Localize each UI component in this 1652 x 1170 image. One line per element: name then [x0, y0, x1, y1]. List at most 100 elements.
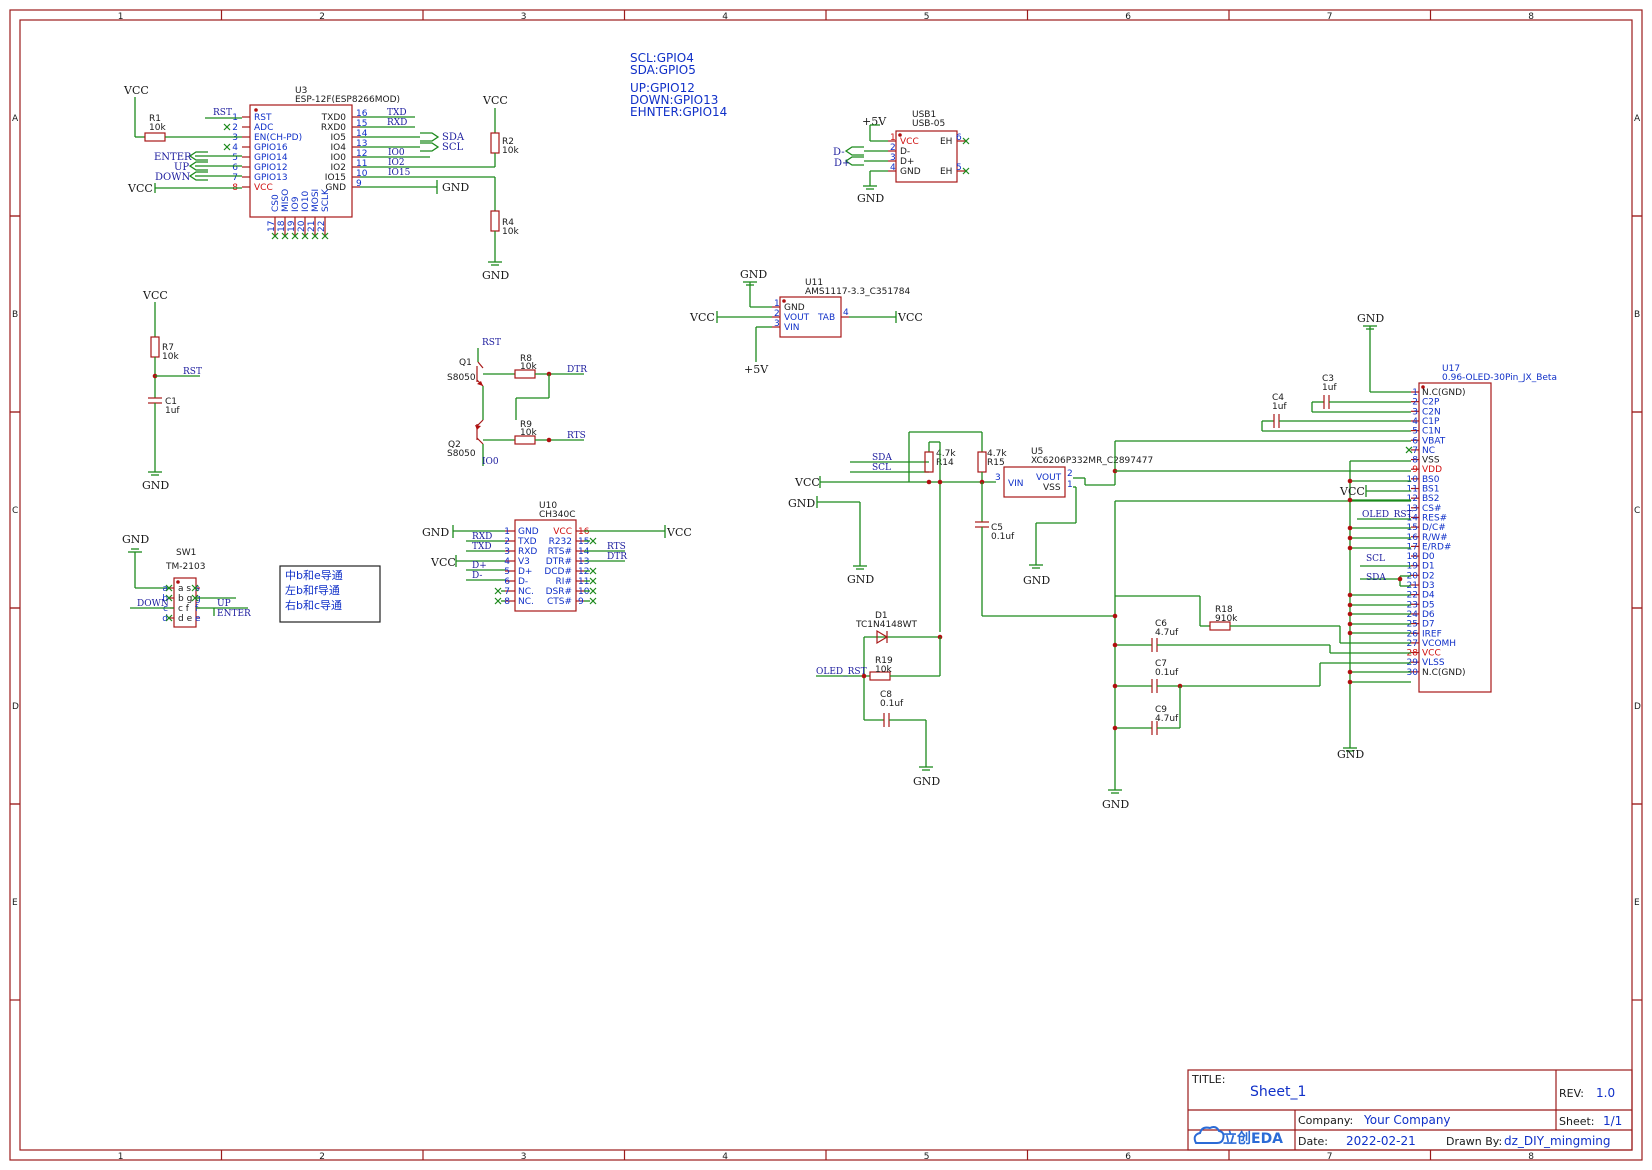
u10-pin-number: 2	[504, 537, 510, 547]
reset-rc: VCC R7 10k RST C1 1uf GND	[142, 289, 202, 492]
u11-value: AMS1117-3.3_C351784	[805, 287, 911, 297]
gnd-u17-top: GND	[1357, 312, 1384, 325]
usb1-eh-number: 5	[956, 163, 962, 173]
drawn-label: Drawn By:	[1446, 1135, 1502, 1148]
u17-pin-name: C2P	[1422, 398, 1440, 408]
u10-pin-number: 14	[578, 547, 590, 557]
u5-vout-name: VOUT	[1036, 473, 1062, 483]
frame-row-left: A	[12, 114, 19, 124]
u17-pin-name: D6	[1422, 610, 1435, 620]
u3-pin-number: 2	[232, 123, 238, 133]
u3-pin-name: GPIO14	[254, 153, 288, 163]
logo-text: 立创EDA	[1223, 1130, 1283, 1147]
u17-pin-name: D5	[1422, 600, 1435, 610]
gnd-c8: GND	[913, 775, 940, 788]
vcc-u17: VCC	[1339, 485, 1365, 498]
frame-col-bottom: 5	[924, 1152, 930, 1162]
u17-pin-number: 27	[1407, 639, 1418, 649]
usb1-wiring: +5V D- D+ GND	[833, 115, 888, 205]
frame-row-right: E	[1634, 898, 1640, 908]
c9-ref: C9	[1155, 705, 1167, 715]
frame-col-bottom: 6	[1125, 1152, 1131, 1162]
u17-pin-name: D2	[1422, 571, 1435, 581]
u10-pin-name: DSR#	[546, 587, 572, 597]
note-down: DOWN:GPIO13	[630, 93, 718, 107]
u10-pin-name: NC.	[518, 597, 534, 607]
gnd-r4: GND	[482, 269, 509, 282]
u3-pin-number: 14	[356, 129, 368, 139]
u17-pin-name: N.C(GND)	[1422, 388, 1466, 398]
u3-pin-name: EN(CH-PD)	[254, 133, 302, 143]
junction	[1347, 497, 1353, 503]
net-txd-u3: TXD	[387, 108, 407, 118]
u17-pin-number: 30	[1407, 668, 1419, 678]
usb1-eh-name: EH	[940, 137, 952, 147]
frame-row-left: C	[12, 506, 18, 516]
net-down-sw1: DOWN	[137, 599, 169, 609]
junction	[1347, 478, 1353, 484]
vcc-r2: VCC	[482, 94, 508, 107]
u5-xc6206[interactable]: U5 XC6206P332MR_C2897477 VIN 3 VOUT 2 VS…	[995, 447, 1153, 498]
p5v-u11: +5V	[744, 363, 769, 376]
frame-col-bottom: 7	[1327, 1152, 1333, 1162]
u17-pin-number: 11	[1407, 485, 1418, 495]
junction	[1347, 602, 1353, 608]
u3-pin-number: 20	[297, 220, 307, 232]
u10-pin-name: NC.	[518, 587, 534, 597]
u3-pin-name: VCC	[254, 183, 273, 193]
sw1-inner-label: c f	[178, 604, 190, 614]
u3-pin-name: GND	[325, 183, 346, 193]
title-label: TITLE:	[1191, 1073, 1225, 1086]
u10-pin-name: DTR#	[546, 557, 572, 567]
frame-col-top: 1	[118, 12, 124, 22]
u5-ref: U5	[1031, 447, 1043, 457]
u3-pin-name: IO2	[331, 163, 346, 173]
frame-row-left: D	[12, 702, 19, 712]
frame-row-right: A	[1634, 114, 1641, 124]
frame-col-bottom: 3	[521, 1152, 527, 1162]
u3-pin-number: 13	[356, 139, 367, 149]
net-sda-oled: SDA	[872, 453, 892, 463]
u10-pin-number: 15	[578, 537, 589, 547]
u3-pin-number: 10	[356, 169, 368, 179]
u17-ref: U17	[1442, 364, 1460, 374]
net-oled-rst: OLED_RST	[816, 667, 867, 677]
port-down: DOWN	[155, 172, 190, 183]
u17-pin-name: BS1	[1422, 485, 1439, 495]
u5-wiring: VCC GND GND SDA SCL 4.7k R14 4.7k R15 C5	[788, 431, 1115, 788]
u17-pin-name: D3	[1422, 581, 1435, 591]
note-enter: EHNTER:GPIO14	[630, 105, 727, 119]
auto-reset-transistors: RST Q1 S8050 R8 10k DTR Q2 S8050 R9 10k …	[447, 338, 587, 467]
port-scl-u3: SCL	[442, 142, 464, 153]
title-value: Sheet_1	[1250, 1084, 1306, 1100]
drawn-value: dz_DIY_mingming	[1504, 1134, 1611, 1148]
r15-ref: R15	[987, 458, 1005, 468]
vcc-u3: VCC	[127, 182, 153, 195]
vcc-r1: VCC	[123, 84, 149, 97]
d1-ref: D1	[875, 611, 888, 621]
u17-pin-name: VCC	[1422, 649, 1441, 659]
frame-col-top: 3	[521, 12, 527, 22]
u10-pin-number: 10	[578, 587, 590, 597]
frame-col-bottom: 8	[1528, 1152, 1534, 1162]
u17-pin-number: 24	[1407, 610, 1419, 620]
u3-value: ESP-12F(ESP8266MOD)	[295, 95, 400, 105]
rev-label: REV:	[1559, 1087, 1584, 1100]
rev-value: 1.0	[1596, 1086, 1615, 1100]
net-rst-rc: RST	[183, 367, 202, 377]
u17-pin-number: 14	[1407, 513, 1419, 523]
usb1-pin-number: 3	[890, 153, 896, 163]
u10-pin-number: 7	[504, 587, 510, 597]
frame-col-top: 5	[924, 12, 930, 22]
r4-ref: R4	[502, 218, 514, 228]
u3-pin-name: RST	[254, 113, 272, 123]
u10-ref: U10	[539, 501, 557, 511]
u17-pin-number: 1	[1412, 388, 1418, 398]
u11-pin-number: 1	[774, 299, 780, 309]
